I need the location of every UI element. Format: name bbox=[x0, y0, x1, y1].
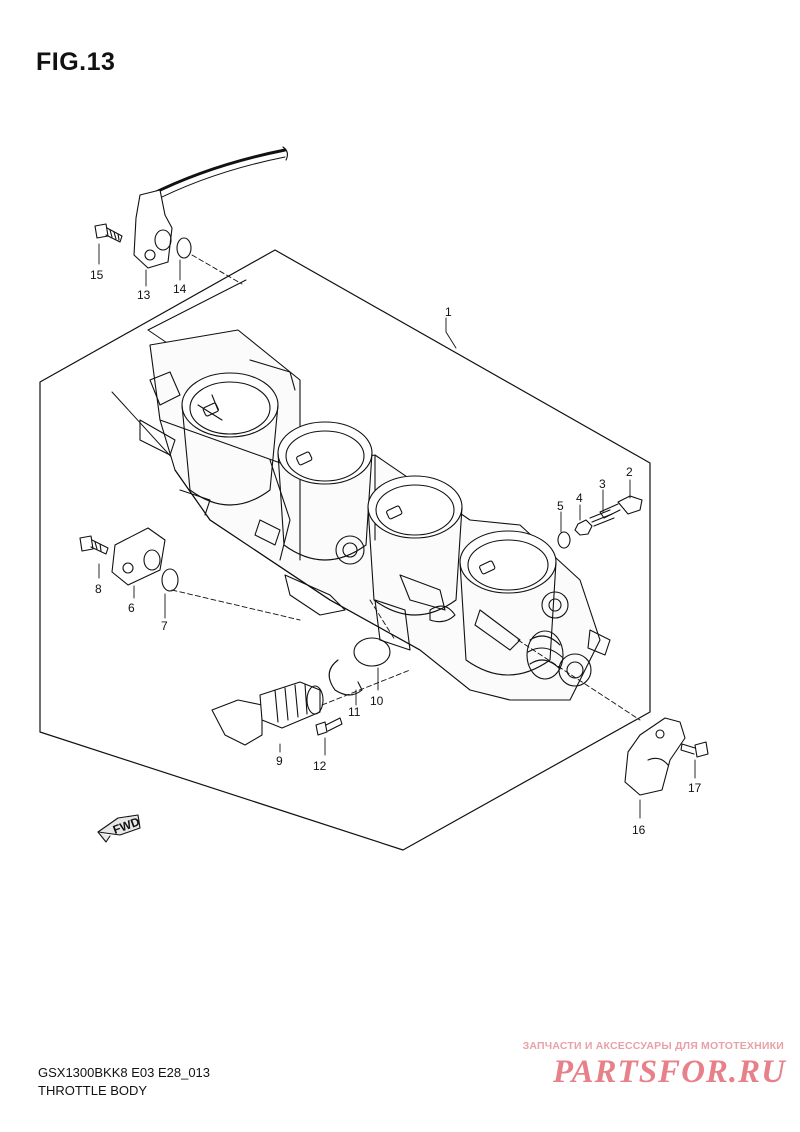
spring-3 bbox=[589, 509, 615, 527]
screw-15 bbox=[94, 223, 123, 243]
watermark-logo: PARTSFOR.RU bbox=[552, 1054, 786, 1090]
callout-7: 7 bbox=[161, 619, 168, 633]
o-ring-14 bbox=[176, 237, 192, 259]
model-code: GSX1300BKK8 E03 E28_013 bbox=[38, 1065, 211, 1080]
callout-5: 5 bbox=[557, 499, 564, 513]
throttle-bore-2 bbox=[277, 421, 373, 561]
callout-9: 9 bbox=[276, 754, 283, 768]
callout-numbers: 1 2 3 4 5 6 7 8 9 10 11 12 13 14 15 16 1… bbox=[90, 268, 702, 837]
figure-title: FIG.13 bbox=[36, 48, 116, 76]
screw-17 bbox=[680, 741, 709, 758]
leader-lines bbox=[98, 243, 696, 819]
sensor-6 bbox=[111, 527, 166, 586]
callout-16: 16 bbox=[632, 823, 646, 837]
callout-1: 1 bbox=[445, 305, 452, 319]
callout-14: 14 bbox=[173, 282, 187, 296]
callout-10: 10 bbox=[370, 694, 384, 708]
throttle-bore-3 bbox=[367, 475, 463, 616]
washer-5 bbox=[557, 531, 571, 549]
bolt-2 bbox=[599, 495, 643, 519]
screw-8 bbox=[79, 535, 109, 555]
throttle-body bbox=[139, 329, 611, 701]
callout-13: 13 bbox=[137, 288, 151, 302]
callout-8: 8 bbox=[95, 582, 102, 596]
callout-2: 2 bbox=[626, 465, 633, 479]
fwd-label: FWD bbox=[111, 814, 142, 837]
throttle-bore-1 bbox=[181, 372, 279, 506]
o-ring-10 bbox=[353, 637, 391, 667]
sensor-13 bbox=[133, 146, 289, 269]
nut-4 bbox=[574, 519, 593, 536]
sensor-9 bbox=[211, 681, 324, 746]
callout-17: 17 bbox=[688, 781, 702, 795]
watermark-tagline: ЗАПЧАСТИ И АКСЕССУАРЫ ДЛЯ МОТОТЕХНИКИ bbox=[522, 1040, 784, 1052]
callout-6: 6 bbox=[128, 601, 135, 615]
callout-12: 12 bbox=[313, 759, 327, 773]
callout-3: 3 bbox=[599, 477, 606, 491]
throttle-bore-4 bbox=[459, 530, 557, 676]
diagram-name: THROTTLE BODY bbox=[38, 1083, 148, 1098]
bracket-16 bbox=[624, 717, 686, 796]
clip-11 bbox=[328, 659, 363, 696]
callout-4: 4 bbox=[576, 491, 583, 505]
screw-12 bbox=[315, 717, 343, 736]
callout-15: 15 bbox=[90, 268, 104, 282]
callout-11: 11 bbox=[348, 705, 361, 719]
forward-direction-badge: FWD bbox=[97, 814, 142, 843]
o-ring-7 bbox=[161, 568, 179, 592]
